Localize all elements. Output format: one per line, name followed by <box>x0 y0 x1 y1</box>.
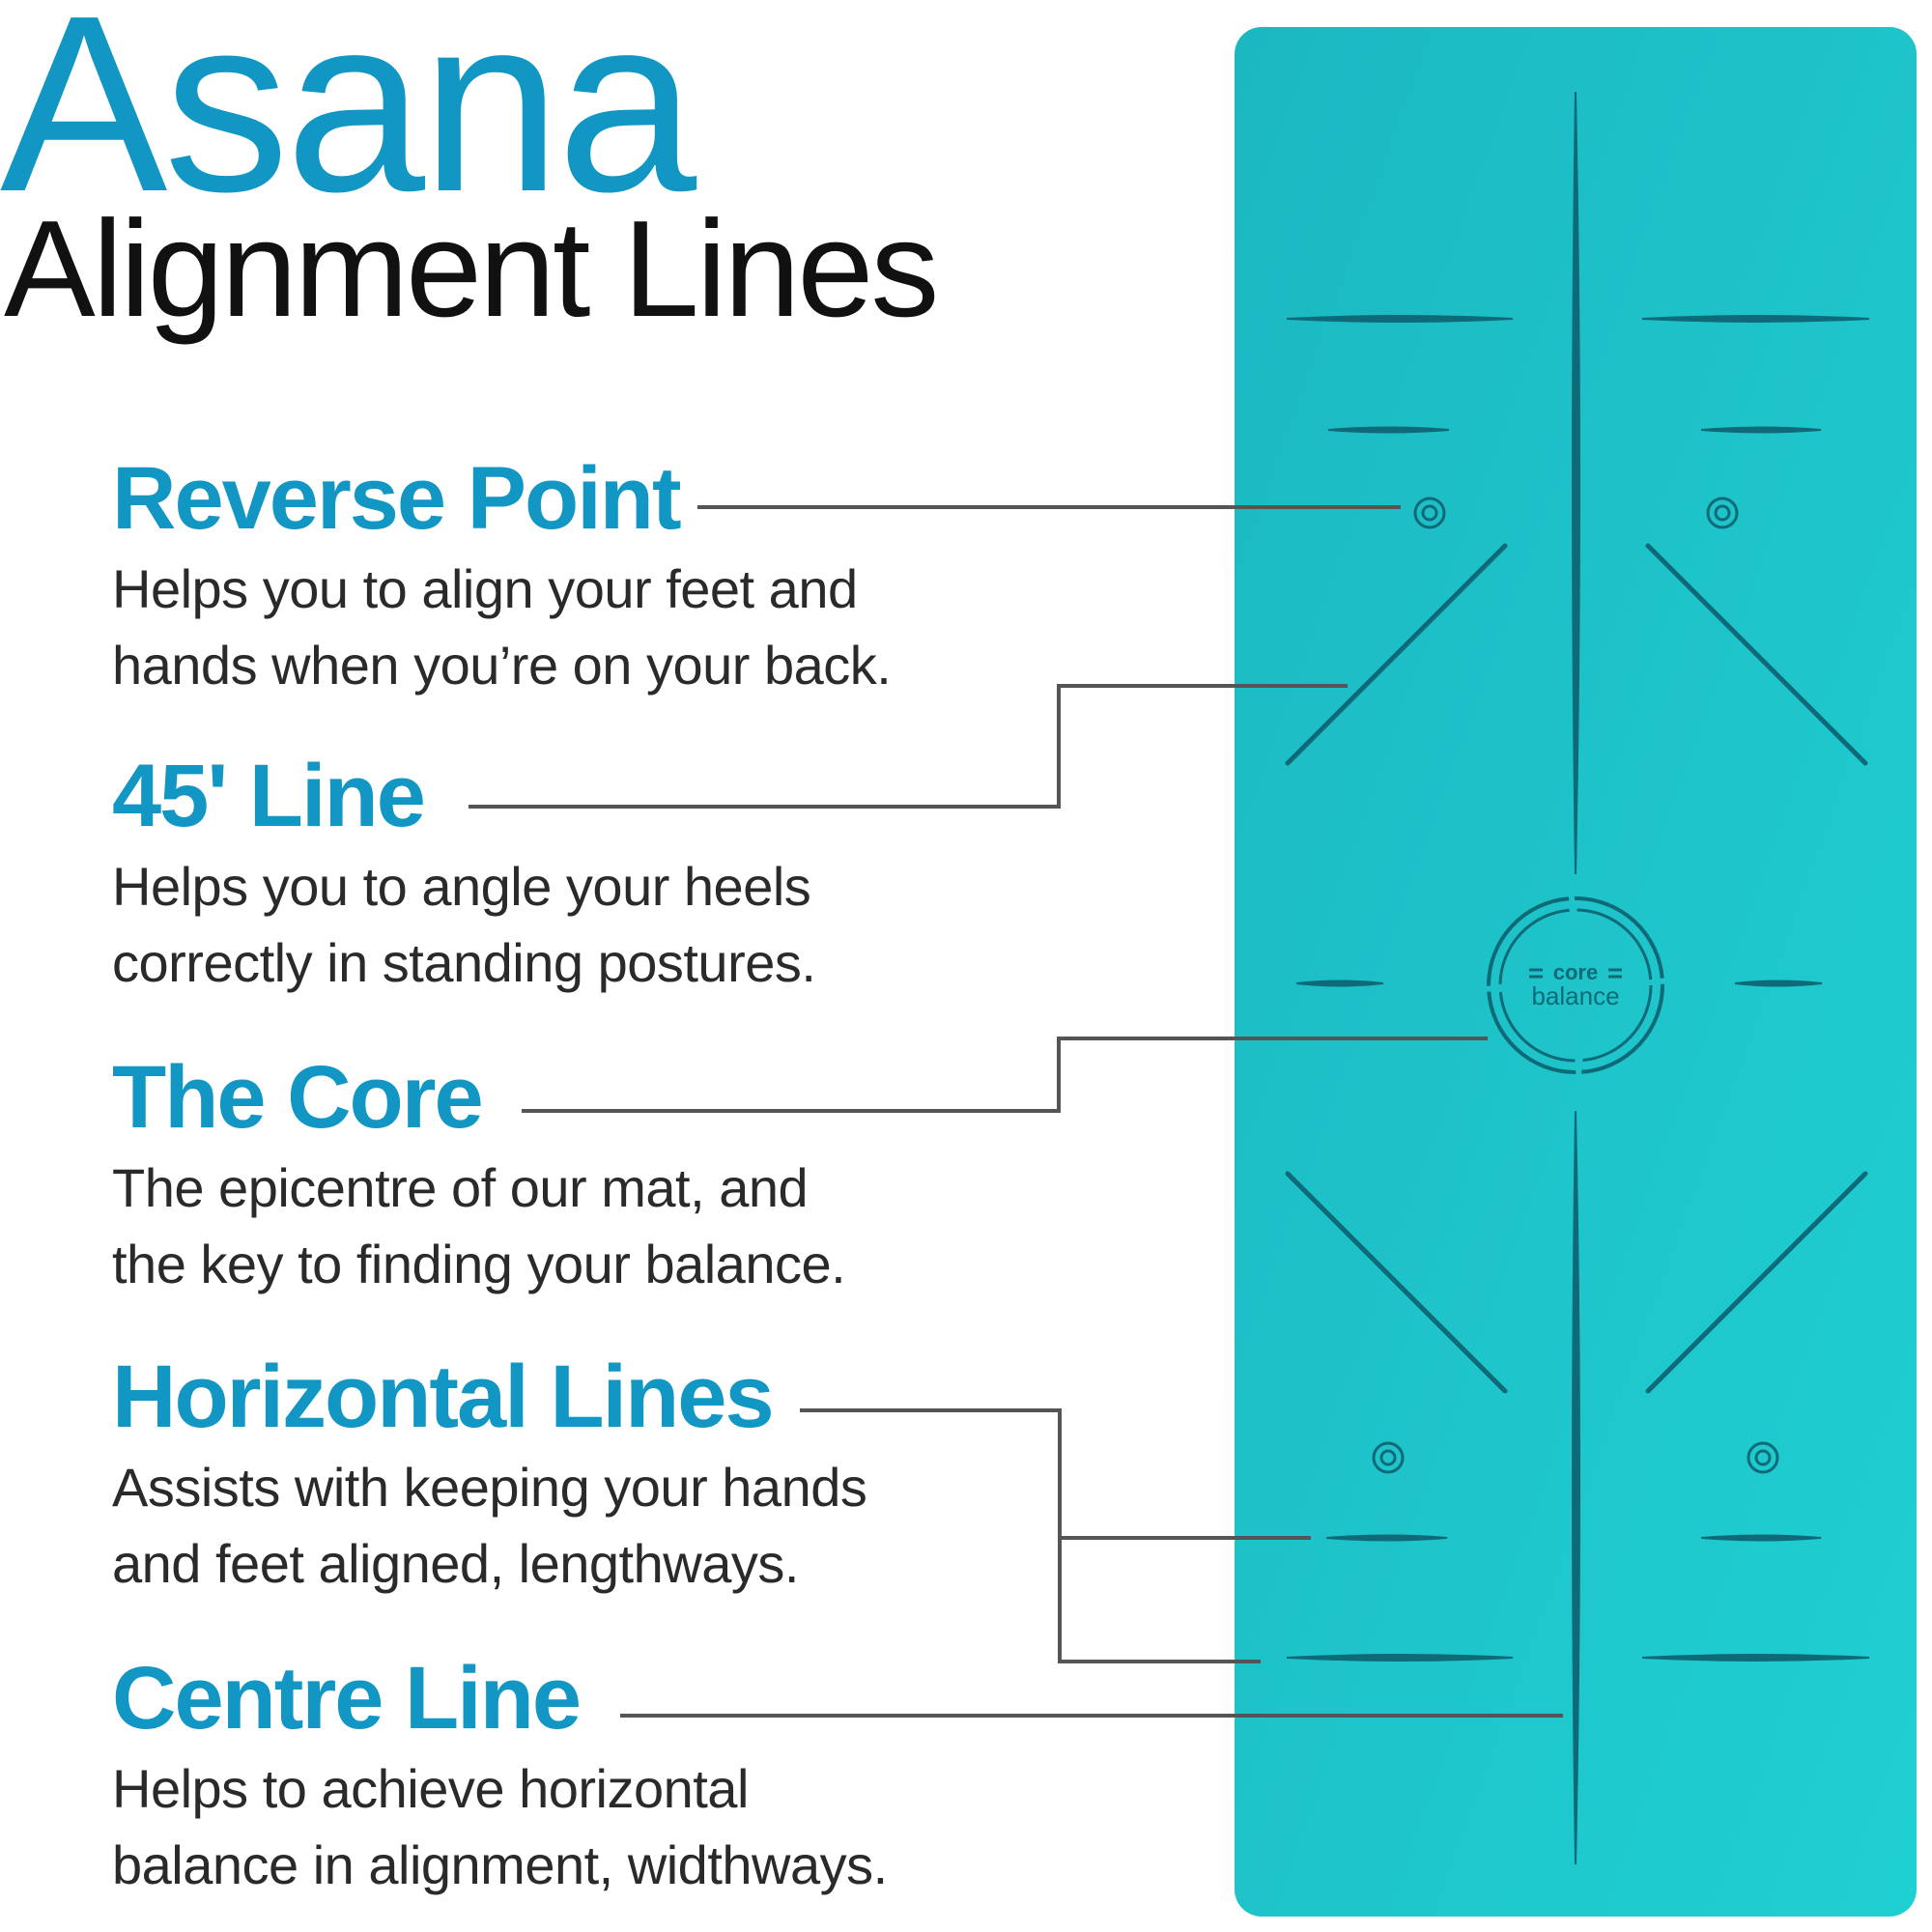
description-line: the key to finding your balance. <box>112 1234 846 1294</box>
feature-reverse-point: Reverse Point Helps you to align your fe… <box>112 454 943 703</box>
description-line: hands when you’re on your back. <box>112 635 892 696</box>
horizontal-line <box>1286 1654 1514 1662</box>
logo-text-core: core <box>1553 960 1598 984</box>
reverse-point-marker <box>1413 497 1446 529</box>
feature-title: 45' Line <box>112 747 426 845</box>
feature-title: Centre Line <box>112 1649 582 1747</box>
horizontal-line <box>1641 315 1870 323</box>
horizontal-line <box>1734 980 1823 987</box>
feature-description: Helps you to align your feet and hands w… <box>112 551 943 703</box>
description-line: Helps you to angle your heels <box>112 856 811 917</box>
description-line: Assists with keeping your hands <box>112 1457 867 1518</box>
feature-title: The Core <box>112 1048 484 1147</box>
horizontal-line <box>1295 980 1384 987</box>
feature-the-core: The Core The epicentre of our mat, and t… <box>112 1053 943 1302</box>
feature-title: Reverse Point <box>112 449 682 548</box>
horizontal-line <box>1325 1534 1448 1542</box>
horizontal-line <box>1700 426 1822 434</box>
description-line: and feet aligned, lengthways. <box>112 1533 799 1594</box>
reverse-point-marker <box>1372 1441 1405 1474</box>
diagonal-line <box>1645 543 1868 766</box>
centre-line-upper <box>1572 91 1580 875</box>
diagonal-line <box>1645 1171 1868 1394</box>
feature-centre-line: Centre Line Helps to achieve horizontal … <box>112 1654 943 1903</box>
centre-line-lower <box>1572 1110 1580 1865</box>
reverse-point-marker <box>1706 497 1739 529</box>
yoga-mat <box>1235 27 1917 1917</box>
description-line: correctly in standing postures. <box>112 932 816 993</box>
horizontal-line <box>1700 1534 1822 1542</box>
description-line: The epicentre of our mat, and <box>112 1157 809 1218</box>
reverse-point-marker <box>1747 1441 1779 1474</box>
horizontal-line <box>1641 1654 1870 1662</box>
description-line: balance in alignment, widthways. <box>112 1834 888 1895</box>
core-logo: core balance <box>1487 896 1664 1074</box>
horizontal-line <box>1286 315 1514 323</box>
feature-title: Horizontal Lines <box>112 1348 775 1446</box>
leader-the-core <box>522 1037 1488 1113</box>
brand-title: Asana <box>0 0 696 244</box>
feature-45-line: 45' Line Helps you to angle your heels c… <box>112 752 943 1001</box>
feature-horizontal-lines: Horizontal Lines Assists with keeping yo… <box>112 1352 943 1602</box>
leader-45-line <box>469 684 1348 809</box>
diagonal-line <box>1285 543 1508 766</box>
feature-description: Helps you to angle your heels correctly … <box>112 848 943 1001</box>
description-line: Helps to achieve horizontal <box>112 1758 749 1819</box>
page-subtitle: Alignment Lines <box>4 192 939 346</box>
feature-description: Helps to achieve horizontal balance in a… <box>112 1750 943 1903</box>
horizontal-line <box>1327 426 1450 434</box>
description-line: Helps you to align your feet and <box>112 558 858 619</box>
feature-description: Assists with keeping your hands and feet… <box>112 1449 943 1602</box>
diagonal-line <box>1285 1171 1508 1394</box>
feature-description: The epicentre of our mat, and the key to… <box>112 1150 943 1302</box>
logo-text-balance: balance <box>1531 981 1619 1010</box>
